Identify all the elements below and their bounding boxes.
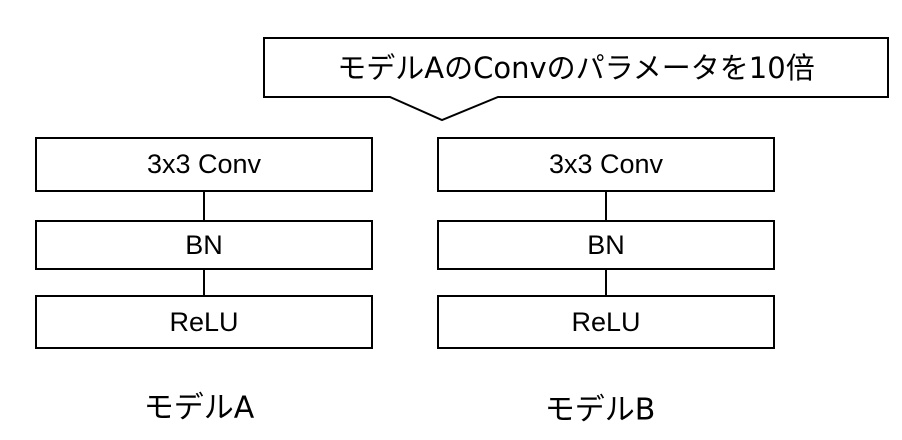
- relu-layer-block: [437, 295, 775, 349]
- model-a-stack: 3x3 Conv BN ReLU モデルA: [35, 137, 373, 426]
- bn-layer-block: [35, 220, 373, 270]
- conv-layer-block: [437, 137, 775, 192]
- conv-layer-label: 3x3 Conv: [549, 149, 664, 179]
- bn-layer-label: BN: [185, 230, 223, 260]
- conv-layer-label: 3x3 Conv: [147, 149, 262, 179]
- callout-text: モデルAのConvのパラメータを10倍: [337, 51, 814, 85]
- relu-layer-label: ReLU: [571, 307, 640, 337]
- bn-layer-block: [437, 220, 775, 270]
- callout-bubble: [263, 37, 889, 122]
- callout: モデルAのConvのパラメータを10倍: [263, 37, 889, 122]
- bn-layer-label: BN: [587, 230, 625, 260]
- conv-layer-block: [35, 137, 373, 192]
- model-b-label: モデルB: [545, 393, 656, 428]
- relu-layer-label: ReLU: [169, 307, 238, 337]
- model-b-stack: 3x3 Conv BN ReLU モデルB: [437, 137, 775, 428]
- relu-layer-block: [35, 295, 373, 349]
- model-a-label: モデルA: [144, 391, 255, 426]
